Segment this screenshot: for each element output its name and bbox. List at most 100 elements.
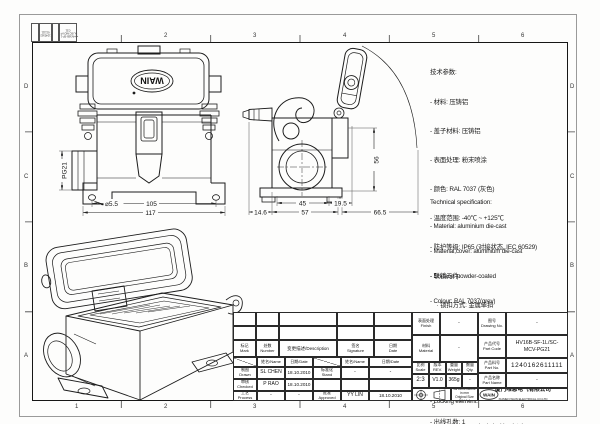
- blank-cell: [313, 379, 341, 391]
- corner-part-no-rotated: 1240162611111: [39, 23, 52, 42]
- spec-line: - 颜色: RAL 7037 (灰色): [430, 185, 495, 193]
- rev-header-signature: 签名 Signature: [337, 340, 374, 357]
- projection-symbol-cell: [412, 388, 451, 401]
- spec-line: · Locking type: single locking latch: [430, 423, 558, 424]
- zone-col-bottom: 6: [521, 404, 525, 410]
- rev-empty-cell: [374, 312, 412, 326]
- rev-empty-cell: [256, 326, 279, 340]
- wain-logo: WAIN: [479, 389, 499, 400]
- drawn-name: SL CHEN: [257, 367, 285, 379]
- drawing-no-label: 图号 Drawing No.: [478, 312, 506, 335]
- zone-col-top: 3: [253, 33, 257, 39]
- zone-row-left: C: [24, 174, 29, 180]
- spec-line: - 防护等级: IP65 (对接状态, IEC 60529): [430, 244, 538, 252]
- sign-name-header: 姓名/Name: [341, 357, 369, 367]
- zone-col-top: 2: [164, 33, 168, 39]
- scale-value: 2:3: [412, 374, 429, 388]
- zone-row-right: D: [570, 84, 575, 90]
- material-label: 材料 Material: [412, 335, 440, 362]
- rev-empty-cell: [256, 312, 279, 326]
- rev-empty-cell: [337, 312, 374, 326]
- checked-date: 18.10.2010: [285, 379, 313, 391]
- blank-cell: [369, 379, 412, 391]
- rev-header-number: 处数 Number: [256, 340, 279, 357]
- spec-line: - Locking element:: [430, 397, 478, 405]
- side-view-dimensions: 56 45 19.5 14.6 57 66.5: [248, 122, 419, 216]
- front-view-dimensions: PG21 ⌀5.5 105 117: [57, 150, 226, 217]
- company-name-en: XIAMEN WAIN ELECTRICAL CO.LTD: [498, 397, 548, 401]
- paper-trim-line: [19, 14, 577, 417]
- first-angle-projection-icon: [414, 389, 446, 400]
- spec-line: - 联锁元件:: [430, 273, 461, 281]
- part-name-label: 产品名称 Part Name: [478, 373, 506, 388]
- stand-label: 标准化 Stand: [313, 367, 341, 379]
- rev-header-description: 变更描述/Description: [279, 340, 337, 357]
- material-value: -: [440, 335, 478, 362]
- side-view-drawing: [242, 45, 418, 203]
- dim-66-5: 66.5: [374, 209, 387, 216]
- qty-label: 数量 Qty.: [462, 362, 478, 374]
- part-code-label: 产品代号 Part Code: [478, 335, 506, 358]
- process-name: -: [257, 391, 285, 401]
- checked-label: 审核 Checked: [233, 379, 257, 391]
- company-cell: WAIN 厦门唯恩电气有限公司 XIAMEN WAIN ELECTRICAL C…: [478, 388, 568, 401]
- approved-date: 18.10.2010: [369, 391, 412, 401]
- dim-56: 56: [374, 156, 381, 164]
- zone-row-left: B: [24, 263, 29, 269]
- company-name-cn: 厦门唯恩电气有限公司: [495, 388, 551, 394]
- dim-pg21: PG21: [62, 162, 69, 179]
- finish-label: 表面处理 Finish: [412, 312, 440, 335]
- zone-col-top: 6: [521, 33, 525, 39]
- spec-line: - 温度范围: -40℃ ~ +125℃: [430, 214, 504, 222]
- sign-date-header: 日期/Date: [369, 357, 412, 367]
- part-name-value: -: [506, 373, 568, 388]
- rev-header-date: 日期 Date: [374, 340, 412, 357]
- dim-14-6: 14.6: [254, 209, 267, 216]
- zone-row-left: D: [24, 84, 29, 90]
- zone-col-bottom: 1: [75, 404, 79, 410]
- dim-45: 45: [299, 200, 307, 207]
- zone-col-bottom: 2: [164, 404, 168, 410]
- checked-name: P RAO: [257, 379, 285, 391]
- dim-117: 117: [145, 210, 156, 217]
- qty-value: -: [462, 374, 478, 388]
- spec-en-title: Technical specification:: [430, 198, 492, 206]
- corner-block-cell: [52, 23, 59, 42]
- spec-line: - Colour: RAL 7037(grey): [430, 298, 496, 306]
- approved-name: YY LIN: [341, 391, 369, 401]
- rev-empty-cell: [233, 312, 256, 326]
- stand-name: -: [341, 367, 369, 379]
- rev-empty-cell: [279, 312, 337, 326]
- rev-empty-cell: [337, 326, 374, 340]
- rev-label: 版本 REV.: [429, 362, 446, 374]
- stand-date: -: [369, 367, 412, 379]
- dim-19-5: 19.5: [334, 200, 347, 207]
- zone-row-left: A: [24, 353, 29, 359]
- weight-value: 365g: [446, 374, 462, 388]
- front-view-drawing: WAIN: [71, 45, 226, 205]
- part-code-value: HV16B-SF-1L/SC- MCV-PG21: [506, 335, 568, 358]
- drawing-no-value: -: [506, 312, 568, 335]
- spec-line: - 出线孔数: 1: [430, 418, 466, 424]
- weight-label: 重量 Weight: [446, 362, 462, 374]
- zone-col-top: 5: [432, 33, 436, 39]
- process-date: -: [285, 391, 313, 401]
- spec-line: - 材料: 压铸铝: [430, 98, 469, 106]
- spec-cn-title: 技术参数:: [430, 69, 457, 77]
- zone-col-bottom: 3: [253, 404, 257, 410]
- rev-value: V1.0: [429, 374, 446, 388]
- iso-view-drawing: [41, 228, 243, 401]
- scale-label: 比例 Scale: [412, 362, 429, 374]
- corner-block-cell: [31, 23, 39, 42]
- zone-col-bottom: 4: [343, 404, 347, 410]
- zone-row-right: A: [570, 353, 575, 359]
- drawn-date: 18.10.2010: [285, 367, 313, 379]
- process-label: 工艺 Process: [233, 391, 257, 401]
- dim-hole-5-5: ⌀5.5: [105, 201, 118, 208]
- sign-name-header: 姓名/Name: [257, 357, 285, 367]
- zone-row-right: C: [570, 174, 575, 180]
- zone-ticks: [25, 35, 575, 408]
- dim-105: 105: [146, 201, 157, 208]
- front-cover-logo: WAIN: [140, 76, 164, 86]
